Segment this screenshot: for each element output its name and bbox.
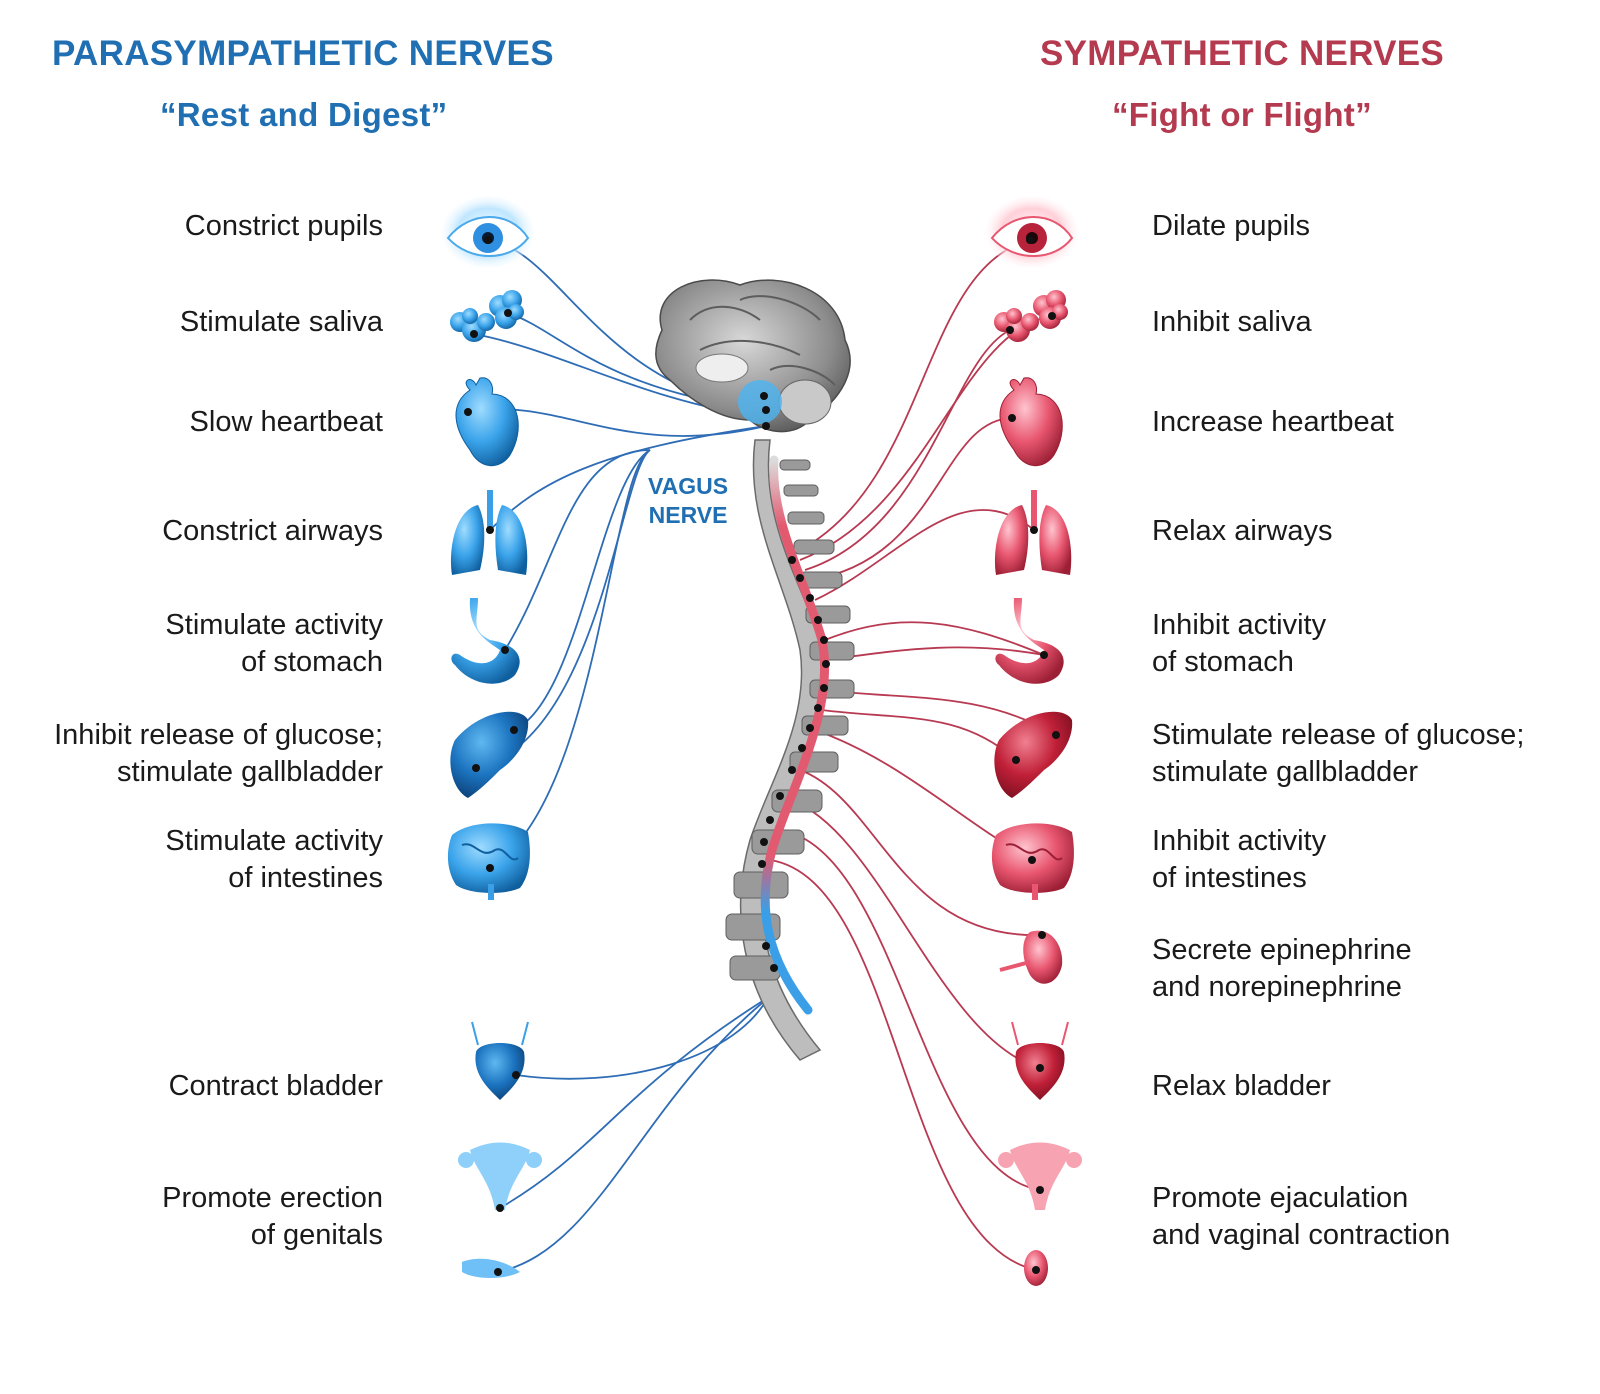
symp-label-airways: Relax airways (1152, 515, 1333, 547)
heart-icon (455, 377, 519, 467)
para-label-genitals: Promote erection of genitals (162, 1182, 383, 1251)
vagus-label-line2: NERVE (648, 502, 728, 528)
parasympathetic-subtitle: “Rest and Digest” (160, 96, 448, 133)
genitals-icon (998, 1142, 1082, 1286)
para-label-glucose: Inhibit release of glucose; stimulate ga… (54, 719, 383, 788)
lungs-icon (450, 490, 528, 575)
symp-label-stomach: Inhibit activity of stomach (1152, 609, 1327, 678)
sympathetic-nerve-lines (769, 239, 1057, 1271)
left-organs (442, 196, 542, 1278)
para-label-heartbeat: Slow heartbeat (189, 406, 383, 438)
spine-icon (725, 439, 855, 1061)
symp-label-epinephrine: Secrete epinephrine and norepinephrine (1152, 934, 1412, 1003)
para-label-stomach: Stimulate activity of stomach (165, 609, 383, 678)
connection-dots (464, 236, 1060, 1276)
bladder-icon (1011, 1021, 1069, 1100)
liver-icon (450, 711, 529, 798)
stomach-icon (451, 598, 520, 684)
intestines-icon (447, 823, 530, 900)
adrenal-gland-icon (999, 930, 1063, 984)
eye-icon (986, 196, 1078, 268)
right-organs (986, 196, 1082, 1286)
sympathetic-title: SYMPATHETIC NERVES (1040, 34, 1445, 73)
parasympathetic-title: PARASYMPATHETIC NERVES (52, 34, 554, 73)
vagus-label-line1: VAGUS (648, 473, 729, 499)
vagus-nerve-label: VAGUS NERVE (648, 472, 728, 530)
salivary-gland-icon (450, 290, 524, 342)
stomach-icon (995, 598, 1064, 684)
para-label-saliva: Stimulate saliva (179, 306, 383, 338)
symp-label-heartbeat: Increase heartbeat (1152, 406, 1394, 438)
brain-icon (655, 279, 851, 433)
liver-icon (994, 711, 1073, 798)
symp-label-bladder: Relax bladder (1152, 1070, 1331, 1102)
eye-icon (442, 196, 534, 268)
heart-icon (999, 377, 1063, 467)
symp-label-pupils: Dilate pupils (1152, 210, 1310, 242)
para-label-intestines: Stimulate activity of intestines (165, 825, 383, 894)
salivary-gland-icon (994, 290, 1068, 342)
genitals-icon (458, 1142, 542, 1278)
symp-label-glucose: Stimulate release of glucose; stimulate … (1152, 719, 1525, 788)
sympathetic-subtitle: “Fight or Flight” (1112, 96, 1372, 133)
para-label-pupils: Constrict pupils (184, 210, 383, 242)
para-label-airways: Constrict airways (162, 515, 383, 547)
symp-label-intestines: Inhibit activity of intestines (1152, 825, 1327, 894)
symp-label-saliva: Inhibit saliva (1152, 306, 1312, 338)
bladder-icon (471, 1021, 529, 1100)
symp-label-genitals: Promote ejaculation and vaginal contract… (1152, 1182, 1451, 1251)
lungs-icon (994, 490, 1072, 575)
para-label-bladder: Contract bladder (168, 1070, 383, 1102)
